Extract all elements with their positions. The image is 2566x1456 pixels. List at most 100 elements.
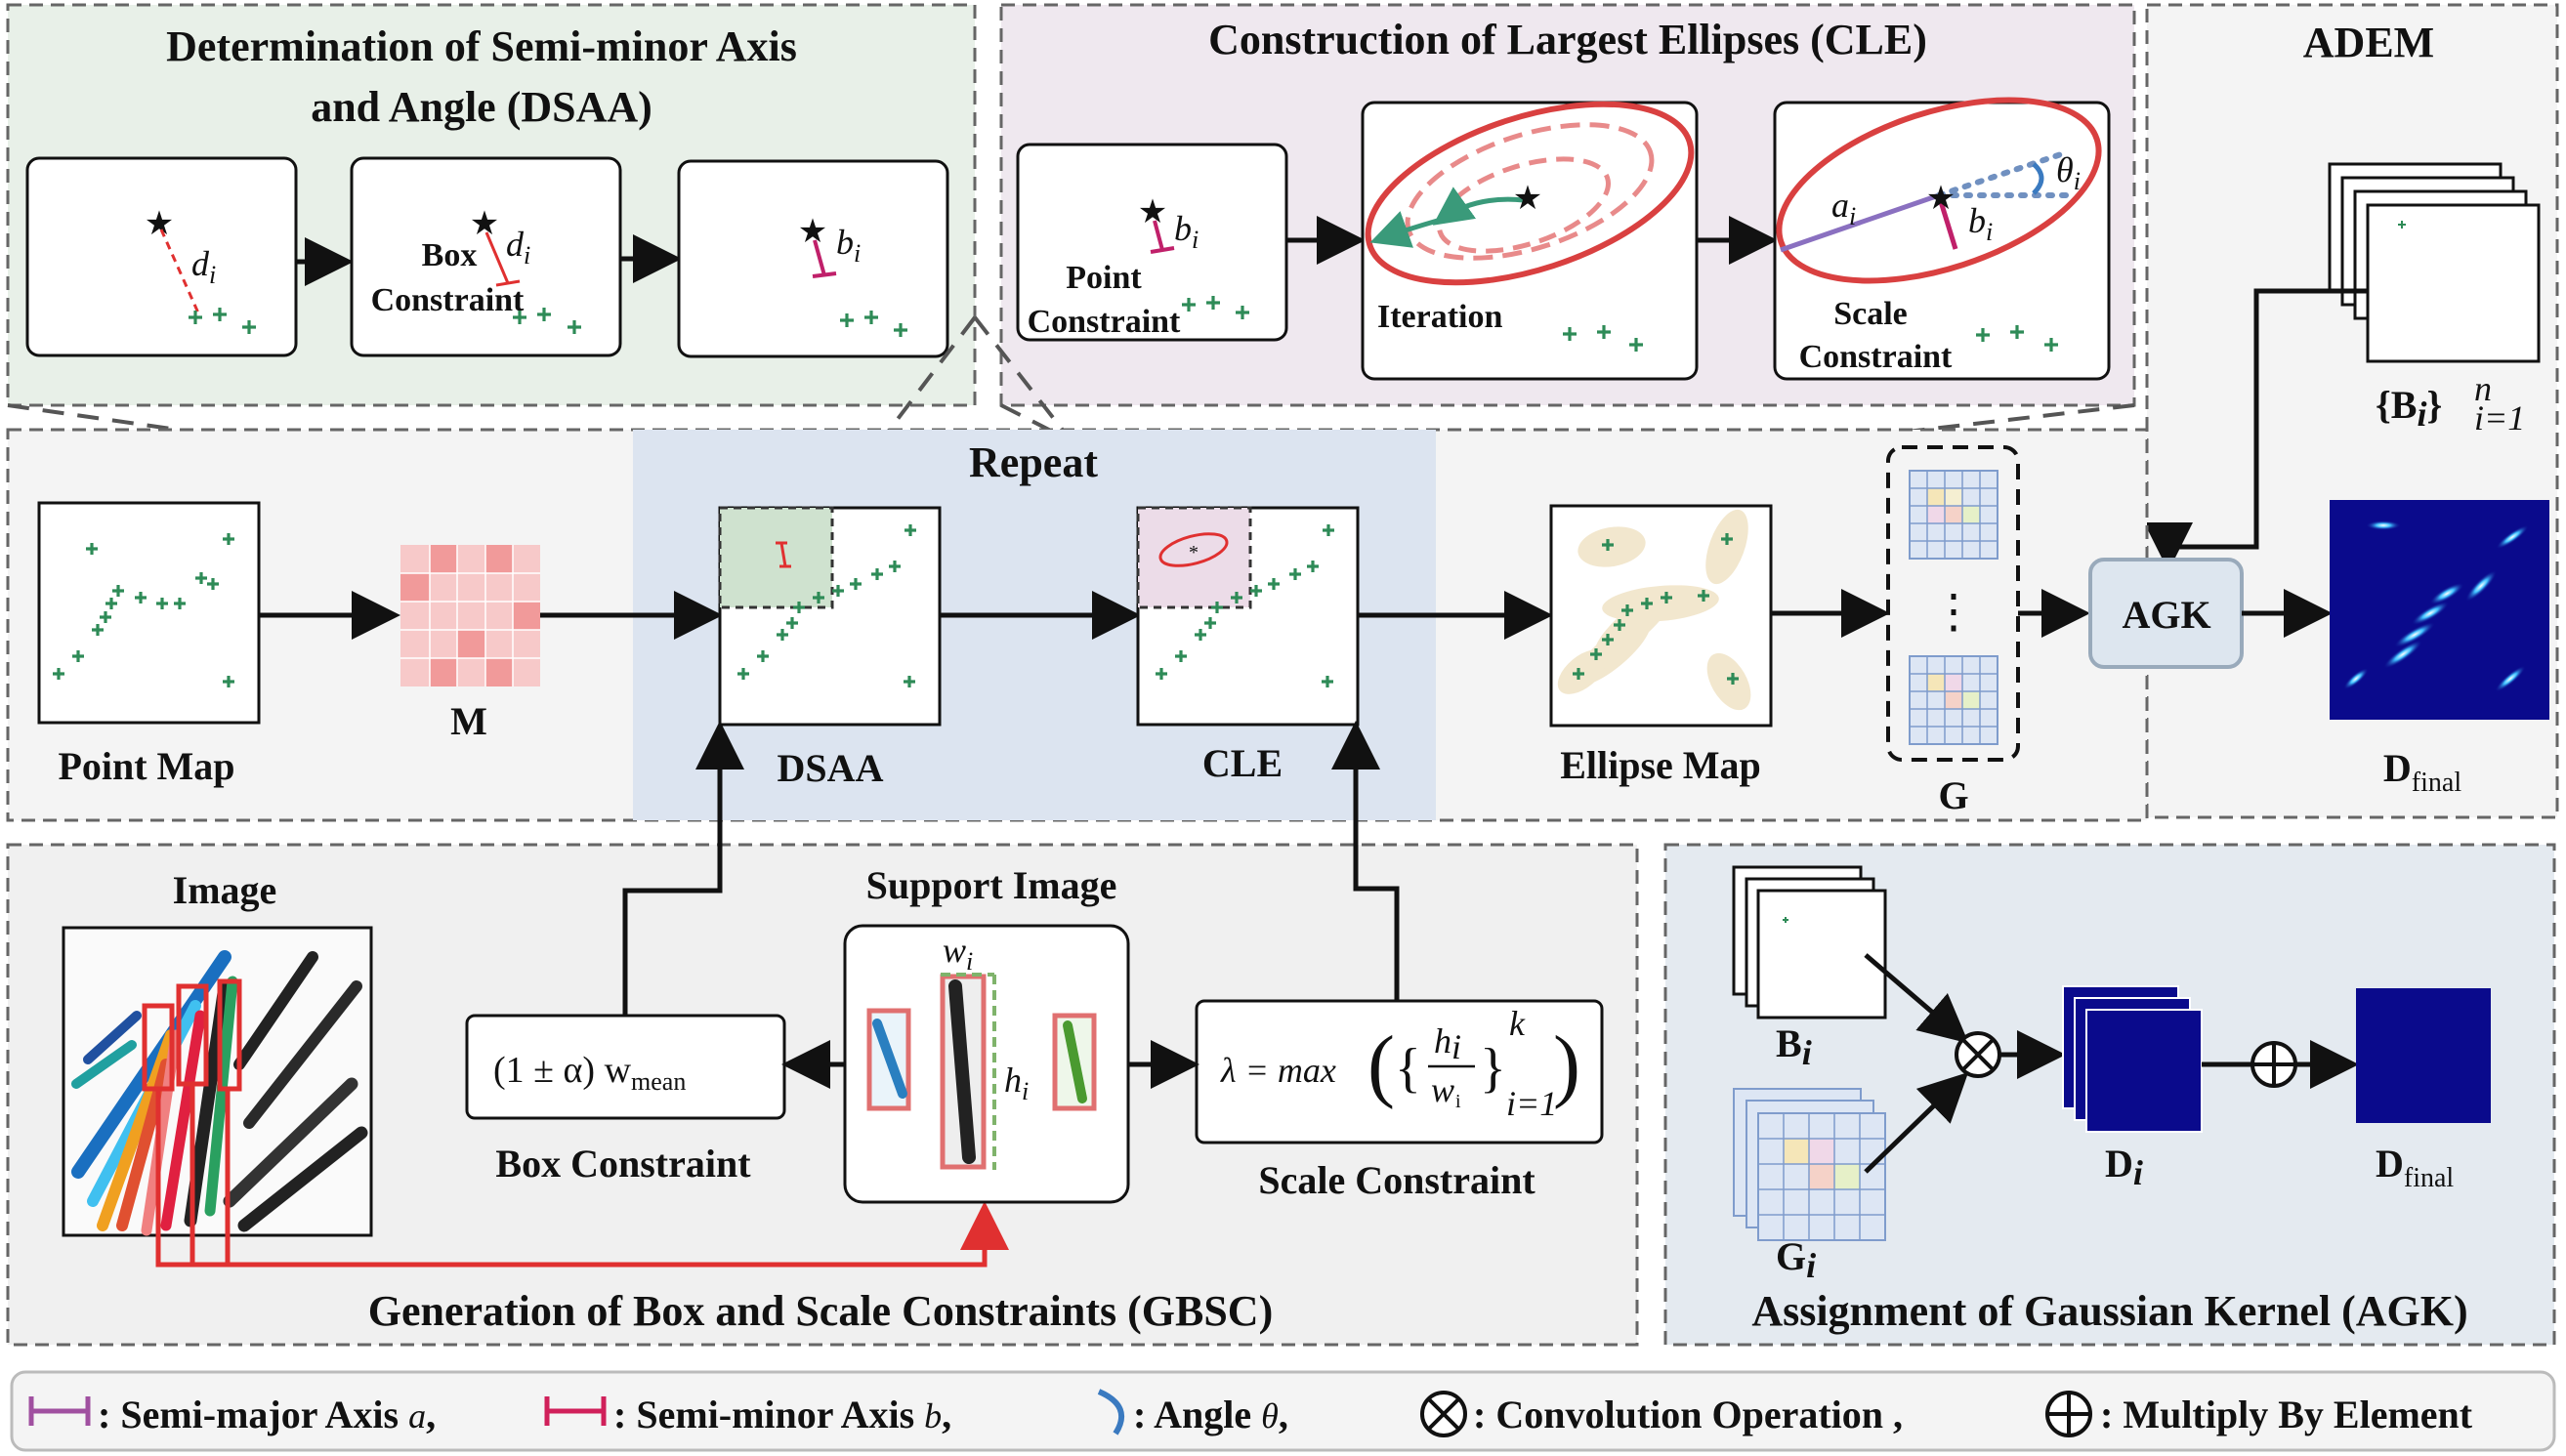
- dsaa-title-line1: Determination of Semi-minor Axis: [166, 22, 797, 70]
- support-arrow: [155, 1089, 1009, 1268]
- dsaa-panel: Determination of Semi-minor Axis and Ang…: [6, 3, 977, 407]
- bi-stack: [1756, 889, 1887, 1019]
- legend-semi-major: : Semi-major Axis a,: [98, 1393, 436, 1436]
- image-label: Image: [173, 868, 277, 912]
- dsaa-title-line2: and Angle (DSAA): [311, 83, 652, 131]
- b-set-label: {Bi}: [2376, 383, 2442, 434]
- legend-multiply: : Multiply By Element: [2100, 1393, 2473, 1436]
- d-final-label: Dfinal: [2383, 746, 2461, 798]
- dsaa-bi-label: bi: [836, 223, 861, 268]
- scale-constraint-label: Scale Constraint: [1258, 1158, 1535, 1202]
- svg-text:i: i: [1455, 1091, 1461, 1112]
- dsaa-step1-box: [25, 156, 298, 357]
- g-grid-bottom: [1909, 655, 1998, 745]
- dsaa-step3-box: [677, 159, 949, 358]
- cle-bi-label2: bi: [1968, 201, 1993, 246]
- gi-stack: [1733, 1088, 1886, 1241]
- dsaa-label: DSAA: [778, 746, 884, 790]
- di-stack: [2085, 1009, 2203, 1133]
- ellipse-map-label: Ellipse Map: [1560, 743, 1761, 787]
- ellipse-blobs: [1557, 509, 1751, 711]
- m-label: M: [450, 699, 487, 743]
- wi-label: wi: [943, 931, 973, 976]
- agk-bi-label: Bi: [1776, 1021, 1812, 1072]
- cle-step3-box: [1773, 101, 2111, 381]
- legend-angle: : Angle θ,: [1133, 1393, 1288, 1436]
- arrow: [2144, 288, 2368, 571]
- cle-ai-label: ai: [1831, 186, 1856, 230]
- svg-text:λ = max: λ = max: [1220, 1051, 1336, 1090]
- multiply-icon: [2251, 1041, 2297, 1088]
- svg-text:w: w: [1431, 1070, 1454, 1109]
- svg-text:*: *: [1189, 542, 1199, 563]
- box-formula: (1 ± α) wmean: [493, 1050, 686, 1096]
- legend-convolution-icon: [1420, 1391, 1467, 1437]
- cle-panel: Construction of Largest Ellipses (CLE) ★…: [999, 3, 2136, 407]
- svg-text:i=1: i=1: [1506, 1084, 1557, 1123]
- g-grid-top: [1909, 470, 1998, 560]
- zoom-connector: [828, 315, 977, 510]
- star-icon: ★: [1513, 181, 1542, 217]
- star-icon: ★: [470, 206, 499, 242]
- arrow: [1864, 953, 1969, 1044]
- star-icon: ★: [1138, 194, 1167, 230]
- gbsc-panel: Image: [6, 721, 1639, 1347]
- svg-text:k: k: [1509, 1004, 1526, 1043]
- scale-formula: λ = max ( { h i w i } k i=1 ): [1220, 1004, 1580, 1123]
- support-image-label: Support Image: [866, 863, 1117, 907]
- b-set-stack: [2366, 203, 2541, 363]
- cle-label: CLE: [1202, 741, 1283, 785]
- cle-title: Construction of Largest Ellipses (CLE): [1208, 16, 1927, 63]
- gbsc-title: Generation of Box and Scale Constraints …: [368, 1287, 1273, 1335]
- adem-title: ADEM: [2303, 19, 2434, 66]
- agk-gi-label: Gi: [1776, 1234, 1816, 1285]
- svg-text:i: i: [1451, 1027, 1461, 1066]
- cle-bi-label: bi: [1174, 209, 1199, 254]
- semi-major-icon: [28, 1396, 91, 1426]
- svg-text:{: {: [1395, 1038, 1421, 1099]
- box-constraint-label-line1: Box: [422, 237, 478, 273]
- svg-text:}: }: [1480, 1038, 1506, 1099]
- star-icon: ★: [145, 206, 174, 242]
- cross-markers: [189, 308, 256, 334]
- point-map-label: Point Map: [58, 744, 234, 788]
- svg-text:): ): [1553, 1019, 1580, 1110]
- cle-theta-label: θi: [2056, 150, 2081, 195]
- repeat-label: Repeat: [969, 438, 1098, 486]
- g-label: G: [1938, 773, 1968, 817]
- vdots: ⋮: [1930, 586, 1977, 638]
- iteration-label: Iteration: [1377, 299, 1503, 335]
- agk-d-final-label: Dfinal: [2376, 1142, 2454, 1193]
- main-pipeline-panel: Repeat Point Map M: [6, 428, 2549, 822]
- legend-multiply-icon: [2045, 1391, 2092, 1437]
- star-icon: ★: [798, 214, 827, 250]
- scale-constraint-line2: Constraint: [1799, 339, 1953, 375]
- svg-text:(: (: [1367, 1019, 1395, 1110]
- agk-title: Assignment of Gaussian Kernel (AGK): [1751, 1287, 2467, 1335]
- box-constraint-label: Box Constraint: [495, 1142, 751, 1186]
- pens-image: [62, 926, 373, 1237]
- b-set-sup: n: [2474, 369, 2492, 408]
- dsaa-di-label: di: [191, 244, 216, 289]
- angle-icon: [1097, 1389, 1125, 1435]
- legend-semi-minor: : Semi-minor Axis b,: [613, 1393, 951, 1436]
- arrow: [622, 721, 744, 1016]
- dsaa-di-label2: di: [506, 225, 530, 270]
- g-stack-box: [1886, 445, 2020, 762]
- convolution-icon: [1955, 1031, 2001, 1078]
- svg-text:h: h: [1434, 1021, 1451, 1061]
- legend: : Semi-major Axis a, : Semi-minor Axis b…: [10, 1370, 2556, 1452]
- legend-convolution: : Convolution Operation ,: [1473, 1393, 1903, 1436]
- m-heatmap: [400, 545, 540, 686]
- star-icon: ★: [1926, 181, 1956, 217]
- semi-minor-icon: [544, 1396, 607, 1426]
- b-set-low: i=1: [2474, 398, 2525, 437]
- point-constraint-line1: Point: [1066, 260, 1142, 296]
- point-map-box: [37, 501, 261, 725]
- zoom-connector: [973, 315, 1125, 510]
- point-constraint-line2: Constraint: [1028, 304, 1181, 340]
- agk-d-final-map: [2356, 988, 2491, 1123]
- agk-di-label: Di: [2105, 1142, 2143, 1192]
- arrow: [1864, 1072, 1969, 1174]
